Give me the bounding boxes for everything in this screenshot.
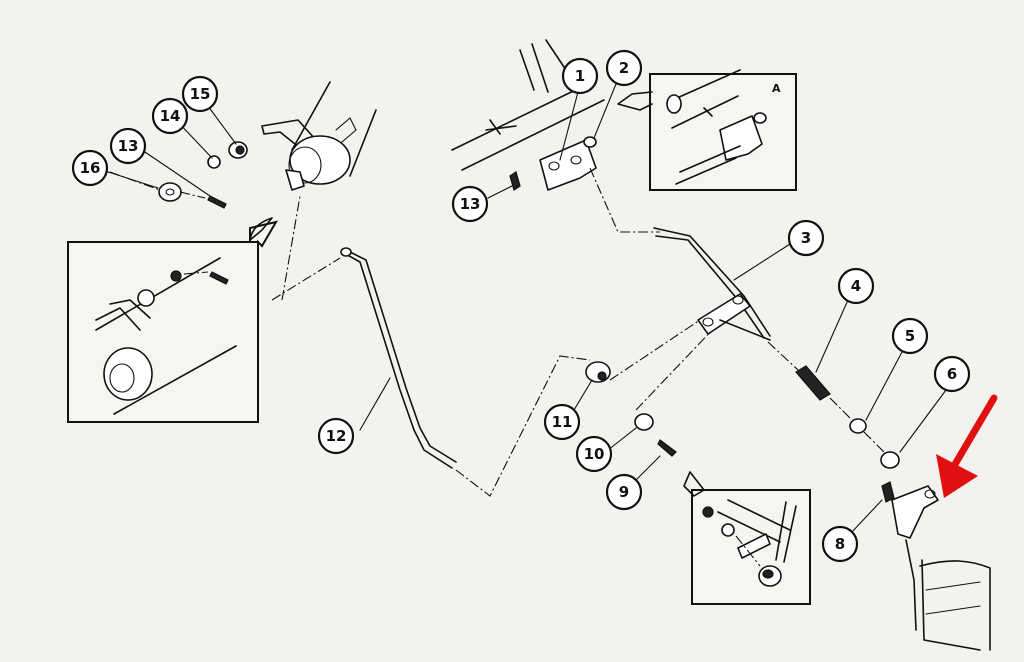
bolt-9 (657, 439, 677, 457)
steering-column (261, 81, 377, 191)
leader-11 (573, 379, 593, 411)
inset-swivel-detail (683, 471, 811, 605)
callout-10: 10 (575, 435, 613, 473)
bolt-8 (881, 481, 895, 503)
lever-3 (653, 227, 771, 341)
spring-4 (767, 341, 831, 401)
callout-label: 8 (835, 535, 845, 553)
column-small-parts (109, 141, 248, 209)
callout-5: 5 (891, 317, 929, 355)
callout-label: 15 (190, 85, 211, 103)
transmission-lever (881, 481, 991, 651)
callout-label: 2 (619, 59, 629, 77)
callout-9: 9 (605, 473, 643, 511)
screw-13-upper (509, 171, 521, 191)
guide-line-c (455, 355, 591, 497)
upper-bracket (451, 39, 605, 191)
guide-line-e (829, 397, 853, 421)
nut-10 (634, 413, 654, 431)
washer-6 (880, 451, 900, 469)
inset-column-detail (67, 217, 279, 423)
callout-15: 15 (181, 75, 219, 113)
leader-8 (849, 499, 883, 535)
washer-16 (158, 182, 182, 202)
callout-1: 1 (561, 57, 599, 95)
leader-5 (865, 351, 903, 421)
callout-12: 12 (317, 417, 355, 455)
callout-label: 13 (460, 195, 481, 213)
callout-label: 14 (160, 107, 181, 125)
callout-label: 10 (584, 445, 605, 463)
leader-3 (733, 243, 791, 281)
guide-line-d (589, 167, 660, 233)
callout-label: 13 (118, 137, 139, 155)
leader-13b (487, 185, 513, 199)
guide-line-a (271, 257, 341, 301)
red-pointer-arrow (936, 394, 998, 498)
callout-2: 2 (605, 49, 643, 87)
callout-13-upper: 13 (451, 185, 489, 223)
nut-14 (207, 155, 221, 169)
swivel-11 (585, 361, 611, 383)
nut-2 (583, 136, 597, 148)
leader-12 (359, 377, 391, 431)
callout-16: 16 (71, 149, 109, 187)
callout-label: 3 (801, 229, 811, 247)
callout-label: 16 (80, 159, 101, 177)
callout-label: 4 (851, 277, 861, 295)
callout-11: 11 (543, 403, 581, 441)
callout-13: 13 (109, 127, 147, 165)
callout-6: 6 (933, 355, 971, 393)
callout-label: 1 (575, 67, 585, 85)
inset-label-a: A (772, 82, 781, 95)
callout-14: 14 (151, 97, 189, 135)
shift-rod-12 (340, 247, 457, 469)
callout-3: 3 (787, 219, 825, 257)
screw-13 (207, 195, 227, 209)
callout-label: 11 (552, 413, 573, 431)
callout-label: 6 (947, 365, 957, 383)
leader-10 (607, 427, 637, 451)
leader-2 (593, 83, 617, 139)
callout-label: 12 (326, 427, 347, 445)
callout-4: 4 (837, 267, 875, 305)
guide-line-b (281, 195, 301, 301)
inset-bracket-detail (617, 69, 797, 191)
washer-5 (849, 418, 867, 434)
leader-4 (815, 299, 849, 373)
guide-line-f (863, 431, 885, 453)
swivel-hardware (585, 319, 717, 457)
callout-label: 5 (905, 327, 915, 345)
leader-1 (559, 91, 579, 161)
callout-label: 9 (619, 483, 629, 501)
callout-8: 8 (821, 525, 859, 563)
leader-6 (899, 389, 947, 453)
